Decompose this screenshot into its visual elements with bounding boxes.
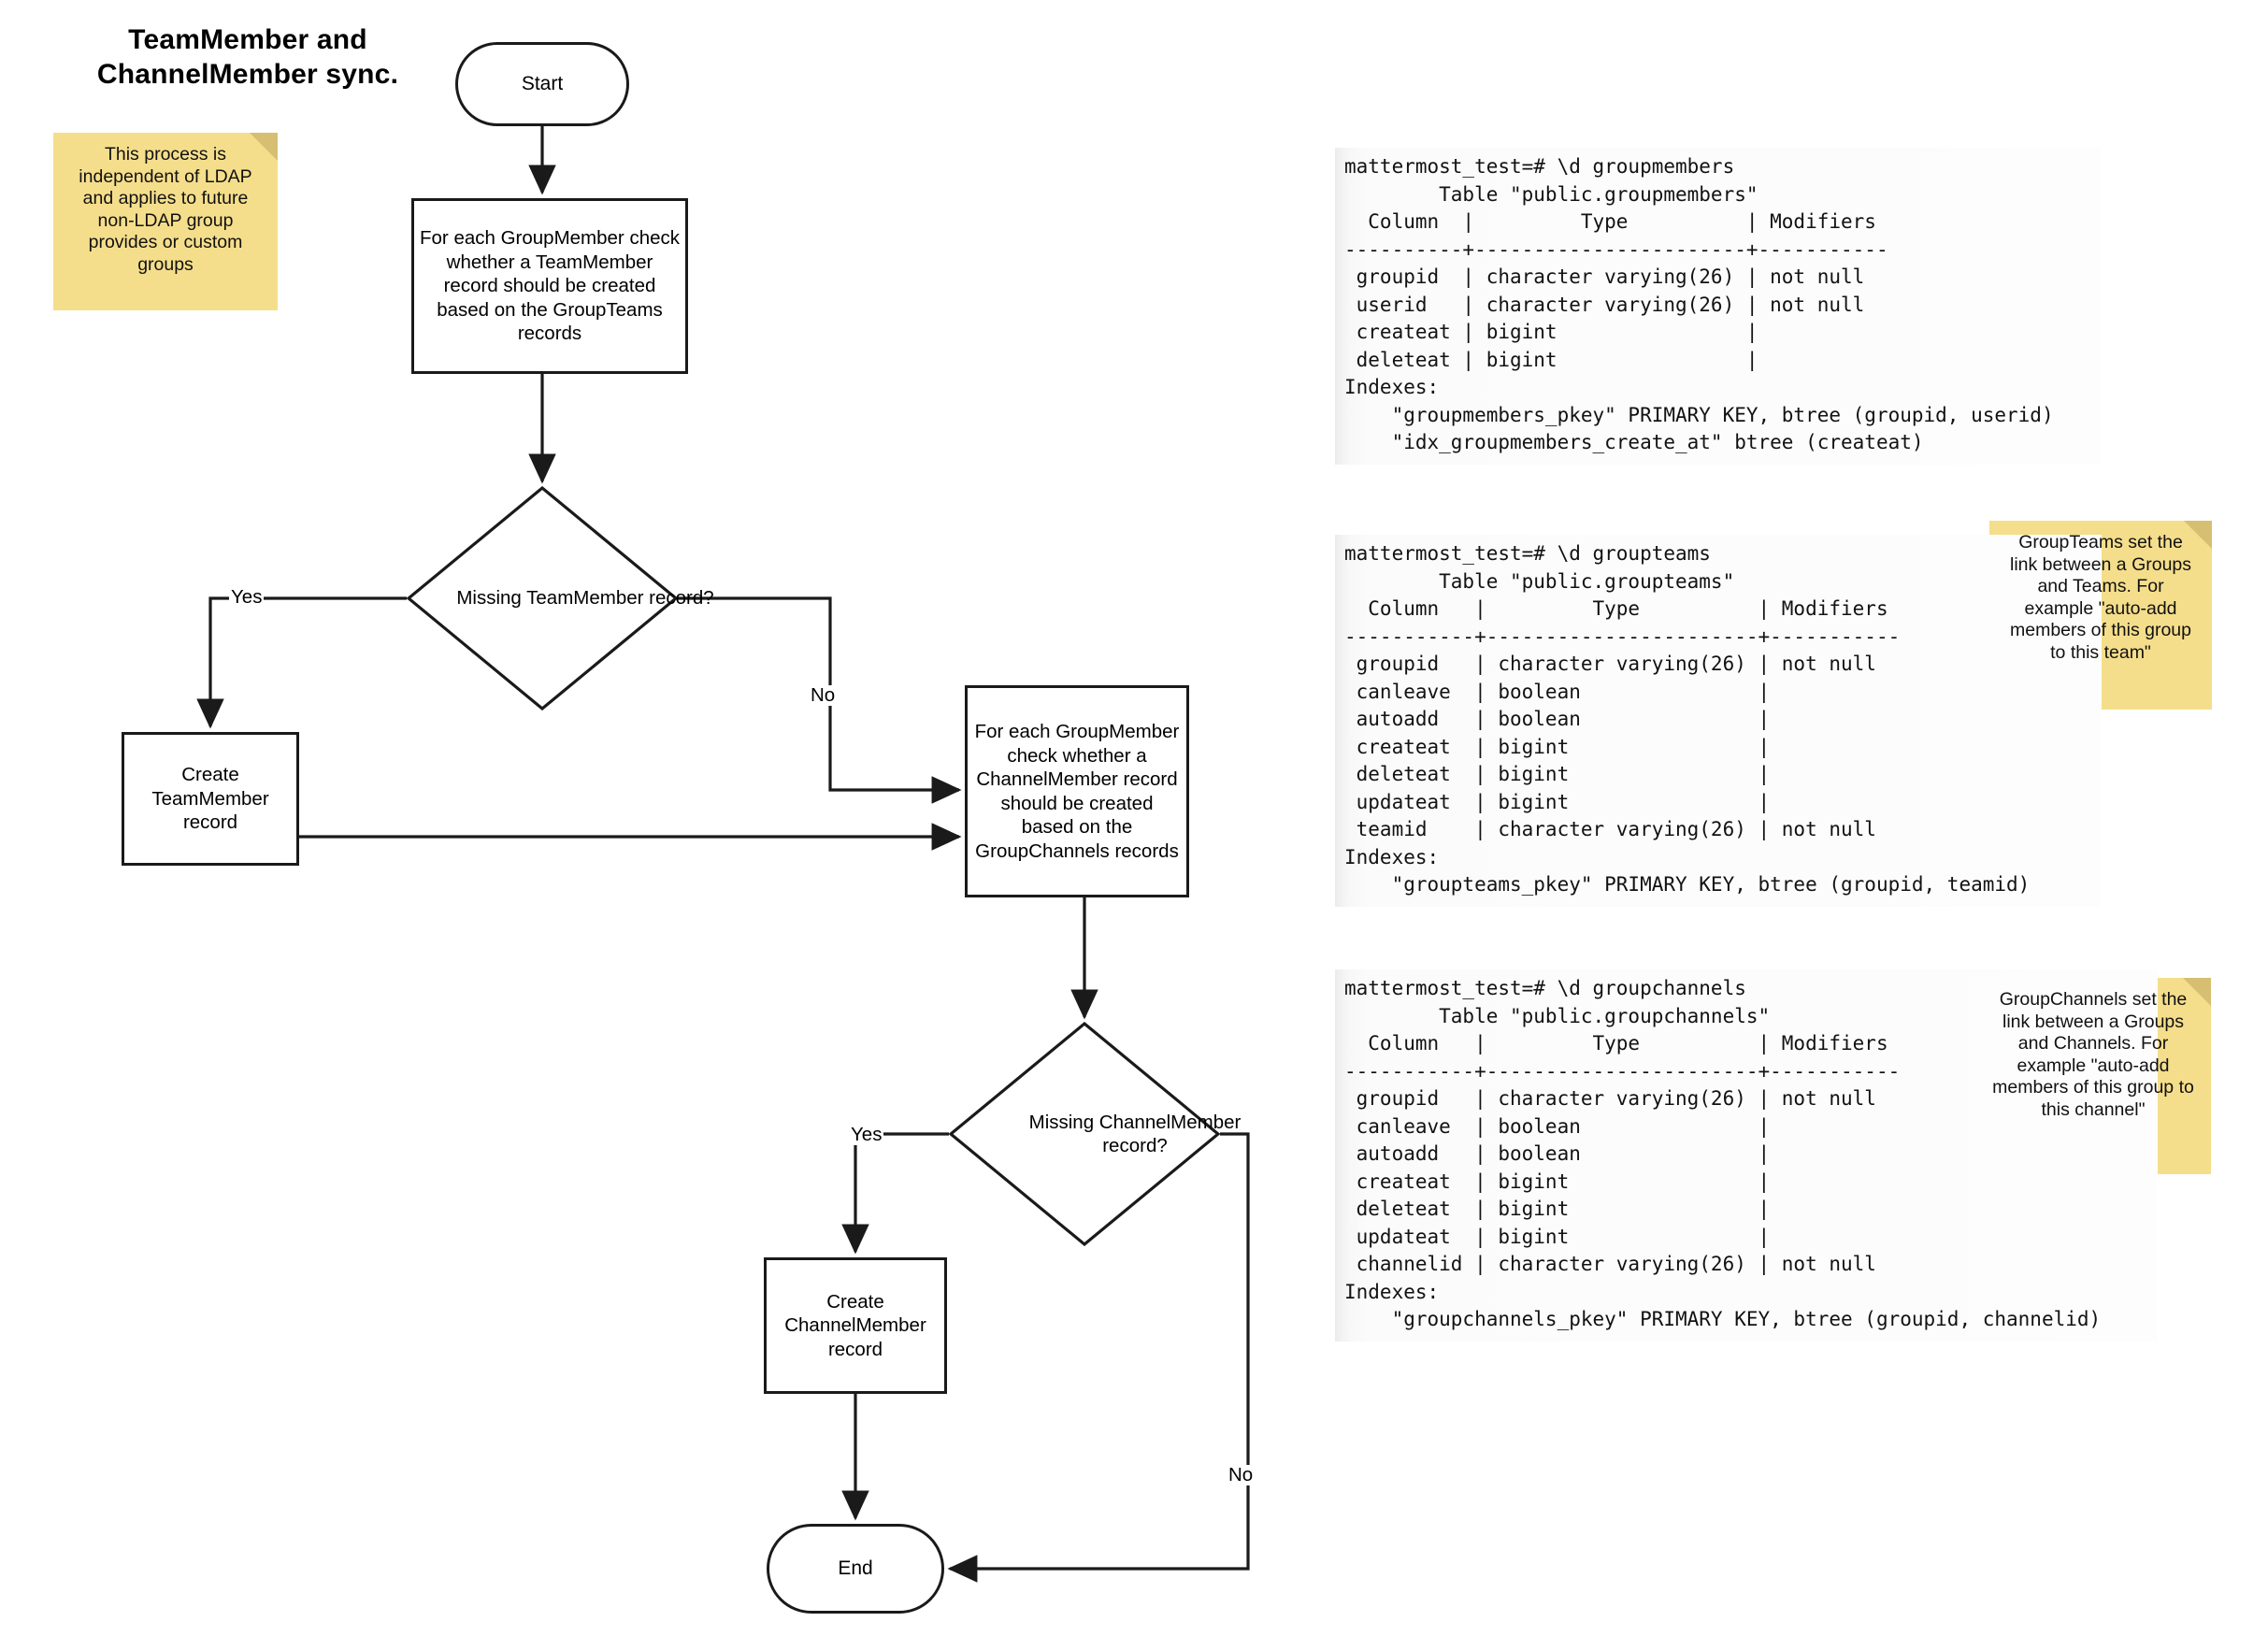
node-create-teammember[interactable]: Create TeamMember record (122, 732, 299, 866)
node-process-channelmember[interactable]: For each GroupMember check whether a Cha… (965, 685, 1189, 897)
edge-label-channelmember-no: No (1227, 1464, 1256, 1485)
sticky-note-ldap: This process is independent of LDAP and … (53, 133, 278, 310)
edge-label-teammember-no: No (809, 684, 838, 706)
diamond-shape-teammember (407, 486, 678, 710)
node-process-teammember[interactable]: For each GroupMember check whether a Tea… (411, 198, 688, 374)
sticky-note-ldap-text: This process is independent of LDAP and … (79, 144, 252, 275)
terminal-groupteams: mattermost_test=# \d groupteams Table "p… (1335, 535, 2102, 907)
page-title-line-1: TeamMember and (128, 24, 367, 55)
sticky-fold-icon (250, 133, 278, 161)
node-start-label: Start (521, 73, 564, 94)
node-create-channelmember-label: Create ChannelMember record (784, 1290, 926, 1360)
terminal-groupmembers: mattermost_test=# \d groupmembers Table … (1335, 148, 2102, 465)
node-start[interactable]: Start (455, 42, 629, 126)
sticky-note-groupteams-text: GroupTeams set the link between a Groups… (2009, 532, 2192, 663)
node-end-label: End (838, 1557, 873, 1579)
terminal-groupchannels: mattermost_test=# \d groupchannels Table… (1335, 969, 2158, 1342)
node-process-teammember-label: For each GroupMember check whether a Tea… (420, 227, 681, 345)
node-create-channelmember[interactable]: Create ChannelMember record (764, 1257, 947, 1394)
diamond-shape-channelmember (949, 1022, 1220, 1246)
page-title-line-2: ChannelMember sync. (96, 59, 399, 90)
node-decision-channelmember[interactable]: Missing ChannelMember record? (949, 1022, 1241, 1246)
node-process-channelmember-label: For each GroupMember check whether a Cha… (974, 721, 1180, 862)
sticky-fold-icon (2184, 521, 2212, 549)
edge-label-channelmember-yes: Yes (849, 1124, 884, 1145)
node-decision-teammember-label: Missing TeamMember record? (456, 587, 714, 610)
node-end[interactable]: End (767, 1524, 944, 1614)
node-create-teammember-label: Create TeamMember record (151, 764, 269, 834)
sticky-note-groupchannels-text: GroupChannels set the link between a Gro… (1992, 989, 2194, 1120)
sticky-fold-icon (2183, 978, 2211, 1006)
node-decision-teammember[interactable]: Missing TeamMember record? (407, 486, 714, 710)
page-title: TeamMember and ChannelMember sync. (79, 22, 416, 92)
node-decision-channelmember-label: Missing ChannelMember record? (1028, 1111, 1242, 1157)
edge-label-teammember-yes: Yes (229, 586, 265, 608)
